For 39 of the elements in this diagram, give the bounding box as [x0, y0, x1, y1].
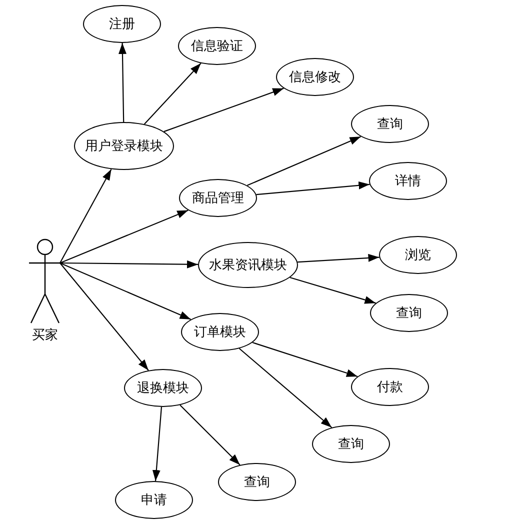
use-case-label: 查询 [244, 474, 270, 491]
arrow [60, 210, 188, 264]
use-case-label: 浏览 [405, 247, 431, 264]
use-case-ellipse [181, 313, 259, 351]
arrow [118, 43, 126, 122]
use-case-label: 付款 [377, 379, 403, 396]
use-case-label: 查询 [396, 305, 422, 322]
arrow [290, 276, 376, 304]
arrow [152, 406, 162, 482]
actor-label: 买家 [31, 327, 59, 344]
use-case-label: 用户登录模块 [85, 138, 163, 155]
arrow [238, 348, 332, 428]
use-case-label: 水果资讯模块 [209, 257, 287, 274]
use-case-label: 订单模块 [194, 324, 246, 341]
arrow [60, 262, 192, 320]
use-case-ellipse [370, 294, 448, 332]
use-case-ellipse [179, 179, 257, 217]
arrow [256, 181, 370, 196]
arrow [298, 254, 380, 263]
use-case-label: 商品管理 [192, 190, 244, 207]
use-case-label: 退换模块 [137, 380, 189, 397]
use-case-label: 查询 [338, 436, 364, 453]
use-case-label: 申请 [141, 492, 167, 509]
use-case-label: 注册 [109, 16, 135, 33]
use-case-ellipse [351, 105, 429, 143]
arrow [144, 62, 202, 124]
use-case-ellipse [351, 368, 429, 406]
use-case-ellipse [276, 58, 354, 96]
use-case-label: 信息验证 [191, 38, 243, 55]
use-case-label: 查询 [377, 116, 403, 133]
arrow [164, 88, 284, 132]
use-case-label: 信息修改 [289, 69, 341, 86]
arrow [252, 342, 358, 378]
arrow [180, 404, 240, 466]
arrow [60, 260, 198, 268]
arrow [60, 168, 112, 264]
arrow [247, 136, 361, 186]
arrow [60, 262, 149, 371]
use-case-label: 详情 [395, 173, 421, 190]
